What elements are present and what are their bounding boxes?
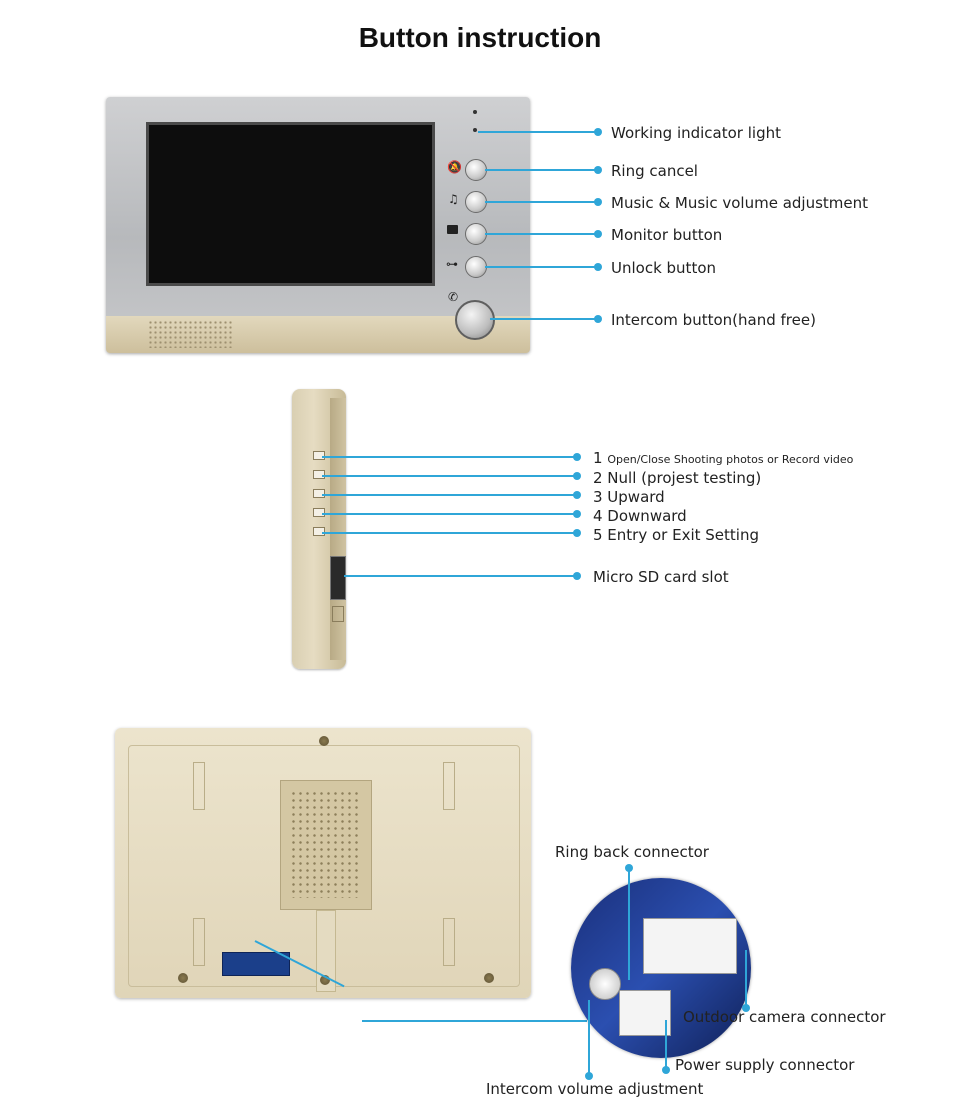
monitor-icon <box>447 225 458 234</box>
callout-dot <box>594 315 602 323</box>
callout-dot <box>662 1066 670 1074</box>
callout-line <box>485 233 598 235</box>
monitor-button[interactable] <box>465 223 487 245</box>
callout-line <box>322 532 577 534</box>
side-button-4[interactable] <box>313 508 325 517</box>
ring-cancel-button[interactable] <box>465 159 487 181</box>
callout-line <box>322 475 577 477</box>
callout-dot <box>585 1072 593 1080</box>
label-working-indicator: Working indicator light <box>611 124 781 142</box>
back-speaker-holes <box>290 790 360 898</box>
intercom-button[interactable] <box>455 300 495 340</box>
label-music: Music & Music volume adjustment <box>611 194 869 212</box>
label-side-2: 2 Null (projest testing) <box>593 469 762 487</box>
label-sd-slot: Micro SD card slot <box>593 568 729 586</box>
callout-line <box>322 494 577 496</box>
callout-line <box>344 575 577 577</box>
screw-hole <box>320 975 330 985</box>
callout-line <box>588 1000 590 1075</box>
mount-slot <box>193 918 205 966</box>
mount-slot <box>443 762 455 810</box>
label-monitor: Monitor button <box>611 226 723 244</box>
callout-line <box>628 870 630 980</box>
callout-dot <box>573 472 581 480</box>
screw-hole <box>319 736 329 746</box>
callout-line <box>362 1020 587 1022</box>
display-screen <box>146 122 435 286</box>
callout-dot <box>594 166 602 174</box>
connector-zoom-view <box>571 878 751 1058</box>
callout-line <box>745 950 747 1008</box>
callout-line <box>485 169 598 171</box>
micro-sd-slot[interactable] <box>330 556 346 600</box>
side-port <box>332 606 344 622</box>
page-title: Button instruction <box>358 22 602 53</box>
callout-dot <box>594 263 602 271</box>
label-intercom-volume: Intercom volume adjustment <box>486 1080 704 1098</box>
speaker-grille <box>148 320 234 348</box>
callout-dot <box>594 128 602 136</box>
indicator-light <box>473 110 477 114</box>
outdoor-camera-plug <box>643 918 737 974</box>
label-ring-back-connector: Ring back connector <box>555 843 709 861</box>
callout-line <box>478 131 598 133</box>
callout-dot <box>573 510 581 518</box>
callout-line <box>485 266 598 268</box>
callout-line <box>665 1020 667 1070</box>
side-button-3[interactable] <box>313 489 325 498</box>
back-connector-block <box>222 952 290 976</box>
label-side-4: 4 Downward <box>593 507 687 525</box>
callout-dot <box>573 529 581 537</box>
label-power-supply-connector: Power supply connector <box>675 1056 855 1074</box>
phone-icon: ✆ <box>448 290 459 304</box>
side-button-1[interactable] <box>313 451 325 460</box>
label-outdoor-camera-connector: Outdoor camera connector <box>683 1008 886 1026</box>
label-unlock: Unlock button <box>611 259 717 277</box>
side-button-5[interactable] <box>313 527 325 536</box>
callout-dot <box>573 491 581 499</box>
screw-hole <box>484 973 494 983</box>
callout-line <box>485 201 598 203</box>
mute-bell-icon: 🔕 <box>447 160 462 174</box>
music-button[interactable] <box>465 191 487 213</box>
callout-dot <box>573 453 581 461</box>
power-supply-plug <box>619 990 671 1036</box>
screw-hole <box>178 973 188 983</box>
mount-slot <box>443 918 455 966</box>
indicator-light-2 <box>473 128 477 132</box>
callout-line <box>322 513 577 515</box>
label-side-1-text: Open/Close Shooting photos or Record vid… <box>607 453 854 466</box>
key-icon: ⊶ <box>446 257 458 271</box>
label-side-3: 3 Upward <box>593 488 665 506</box>
callout-dot <box>742 1004 750 1012</box>
back-rib <box>316 910 336 992</box>
volume-potentiometer[interactable] <box>589 968 621 1000</box>
callout-dot <box>625 864 633 872</box>
label-side-5: 5 Entry or Exit Setting <box>593 526 759 544</box>
callout-line <box>490 318 598 320</box>
label-ring-cancel: Ring cancel <box>611 162 698 180</box>
side-button-2[interactable] <box>313 470 325 479</box>
label-side-1: 1 Open/Close Shooting photos or Record v… <box>593 449 853 467</box>
callout-line <box>322 456 577 458</box>
mount-slot <box>193 762 205 810</box>
unlock-button[interactable] <box>465 256 487 278</box>
label-side-1-num: 1 <box>593 449 603 467</box>
music-note-icon: ♫ <box>448 192 459 206</box>
callout-dot <box>594 198 602 206</box>
callout-dot <box>573 572 581 580</box>
label-intercom: Intercom button(hand free) <box>611 311 816 329</box>
callout-dot <box>594 230 602 238</box>
